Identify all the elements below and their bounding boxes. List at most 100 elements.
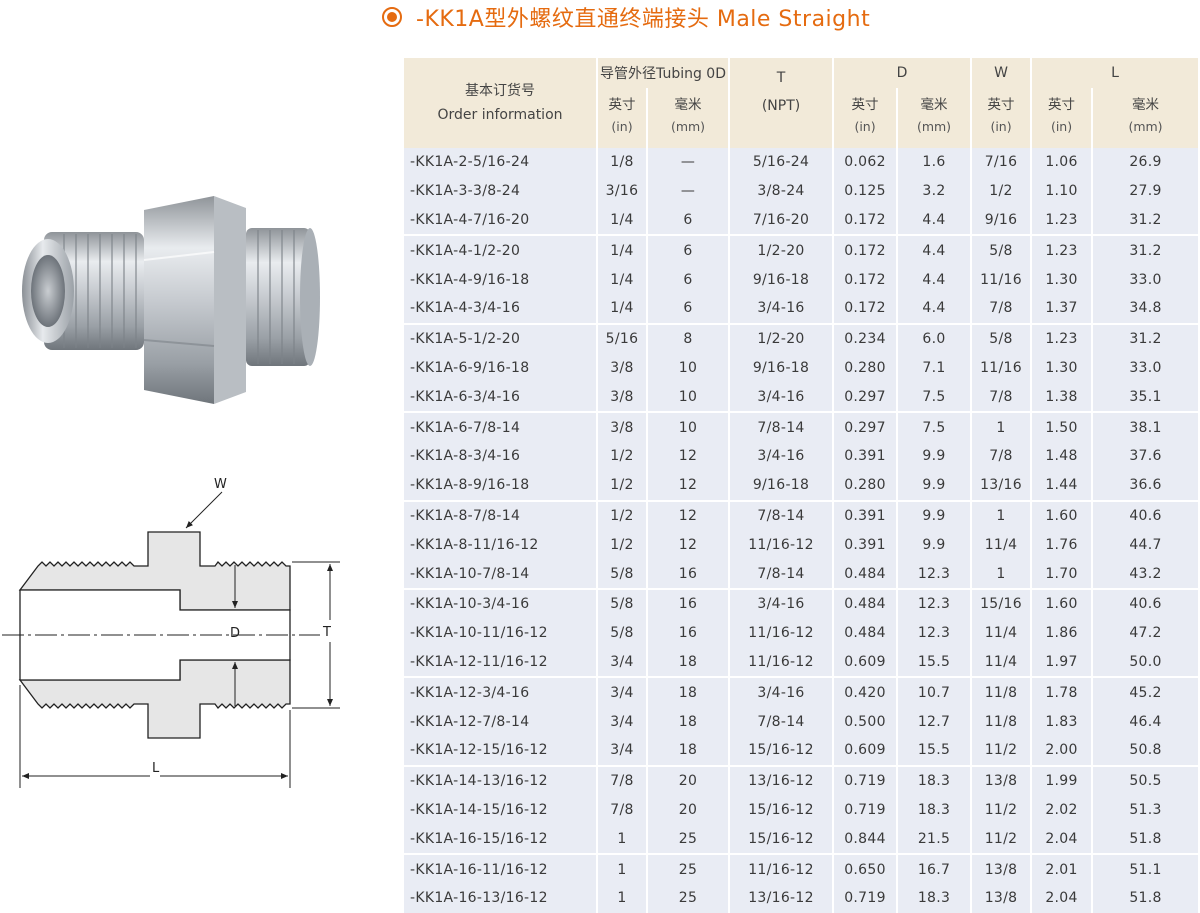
title-text: -KK1A型外螺纹直通终端接头 Male Straight	[416, 7, 871, 32]
cell-tubing-mm: 20	[647, 795, 731, 825]
cell-l-in: 1.99	[1031, 764, 1094, 796]
cell-l-in: 1.83	[1031, 707, 1094, 736]
cell-l-in: 1.37	[1031, 293, 1094, 324]
cell-l-mm: 31.2	[1092, 322, 1199, 354]
dimension-drawing: W D T L	[2, 477, 340, 788]
cell-tubing-in: 5/8	[597, 618, 648, 648]
cell-tubing-in: 3/8	[597, 411, 648, 442]
cell-l-mm: 40.6	[1092, 499, 1199, 531]
cell-w-in: 11/4	[971, 618, 1033, 648]
cell-l-in: 1.76	[1031, 530, 1094, 560]
cell-w-in: 9/16	[971, 205, 1033, 236]
cell-l-mm: 51.8	[1092, 883, 1199, 913]
cell-order: -KK1A-12-15/16-12	[404, 735, 598, 766]
cell-l-in: 1.30	[1031, 353, 1094, 383]
cell-l-in: 1.60	[1031, 499, 1094, 531]
cell-t-npt: 1/2-20	[729, 234, 835, 266]
cell-order: -KK1A-10-7/8-14	[404, 559, 598, 589]
cell-l-mm: 31.2	[1092, 205, 1199, 236]
cell-tubing-mm: 25	[647, 824, 731, 855]
cell-d-in: 0.172	[833, 293, 899, 324]
cell-tubing-in: 1/2	[597, 499, 648, 531]
cell-d-mm: 7.5	[897, 382, 973, 413]
cell-tubing-mm: 18	[647, 707, 731, 736]
cell-l-mm: 27.9	[1092, 176, 1199, 206]
cell-d-mm: 21.5	[897, 824, 973, 855]
cell-order: -KK1A-16-15/16-12	[404, 824, 598, 855]
cell-t-npt: 9/16-18	[729, 470, 835, 501]
cell-d-in: 0.844	[833, 824, 899, 855]
cell-l-in: 2.04	[1031, 824, 1094, 855]
cell-l-in: 1.50	[1031, 411, 1094, 442]
sub-tubing-inch: 英寸(in)	[597, 88, 648, 148]
cell-l-mm: 31.2	[1092, 234, 1199, 266]
cell-d-mm: 18.3	[897, 883, 973, 913]
cell-t-npt: 1/2-20	[729, 322, 835, 354]
cell-d-in: 0.484	[833, 559, 899, 589]
cell-tubing-mm: 18	[647, 676, 731, 708]
cell-d-in: 0.391	[833, 441, 899, 471]
col-l-header: L	[1031, 58, 1199, 88]
fitting-right-thread	[246, 228, 320, 366]
product-photo	[22, 196, 320, 404]
cell-order: -KK1A-4-9/16-18	[404, 265, 598, 294]
cell-l-in: 1.38	[1031, 382, 1094, 413]
cell-d-in: 0.391	[833, 530, 899, 560]
cell-t-npt: 7/8-14	[729, 499, 835, 531]
cell-tubing-in: 3/4	[597, 676, 648, 708]
cell-d-mm: 10.7	[897, 676, 973, 708]
cell-w-in: 11/16	[971, 265, 1033, 294]
cell-tubing-mm: 6	[647, 265, 731, 294]
cell-l-in: 1.97	[1031, 647, 1094, 678]
col-tubing-header: 导管外径Tubing 0D	[597, 58, 731, 88]
cell-d-mm: 9.9	[897, 499, 973, 531]
cell-tubing-in: 1/4	[597, 265, 648, 294]
cell-t-npt: 3/4-16	[729, 293, 835, 324]
cell-w-in: 13/16	[971, 470, 1033, 501]
cell-order: -KK1A-2-5/16-24	[404, 148, 598, 177]
cell-d-mm: 1.6	[897, 148, 973, 177]
cell-order: -KK1A-8-3/4-16	[404, 441, 598, 471]
cell-tubing-mm: —	[647, 148, 731, 177]
cell-t-npt: 7/16-20	[729, 205, 835, 236]
cell-d-mm: 18.3	[897, 795, 973, 825]
cell-order: -KK1A-12-3/4-16	[404, 676, 598, 708]
cell-l-in: 2.02	[1031, 795, 1094, 825]
cell-order: -KK1A-6-7/8-14	[404, 411, 598, 442]
cell-l-in: 1.30	[1031, 265, 1094, 294]
cell-t-npt: 5/16-24	[729, 148, 835, 177]
fitting-section-upper	[18, 531, 291, 611]
cell-l-in: 2.04	[1031, 883, 1094, 913]
spec-table: 基本订货号 Order information 导管外径Tubing 0D T …	[404, 58, 1199, 913]
cell-w-in: 11/8	[971, 707, 1033, 736]
cell-w-in: 11/2	[971, 795, 1033, 825]
cell-d-in: 0.484	[833, 587, 899, 619]
cell-t-npt: 7/8-14	[729, 559, 835, 589]
cell-l-mm: 36.6	[1092, 470, 1199, 501]
cell-d-mm: 9.9	[897, 530, 973, 560]
cell-t-npt: 15/16-12	[729, 795, 835, 825]
cell-l-mm: 51.3	[1092, 795, 1199, 825]
cell-w-in: 13/8	[971, 764, 1033, 796]
cell-d-mm: 12.3	[897, 587, 973, 619]
cell-t-npt: 15/16-12	[729, 735, 835, 766]
cell-l-in: 2.01	[1031, 853, 1094, 884]
cell-t-npt: 13/16-12	[729, 764, 835, 796]
t-label: T	[322, 625, 331, 640]
cell-d-mm: 7.5	[897, 411, 973, 442]
cell-l-mm: 38.1	[1092, 411, 1199, 442]
cell-d-in: 0.719	[833, 795, 899, 825]
cell-tubing-in: 1/4	[597, 205, 648, 236]
col-w-header: W	[971, 58, 1033, 88]
cell-d-in: 0.719	[833, 764, 899, 796]
cell-tubing-in: 1/2	[597, 470, 648, 501]
